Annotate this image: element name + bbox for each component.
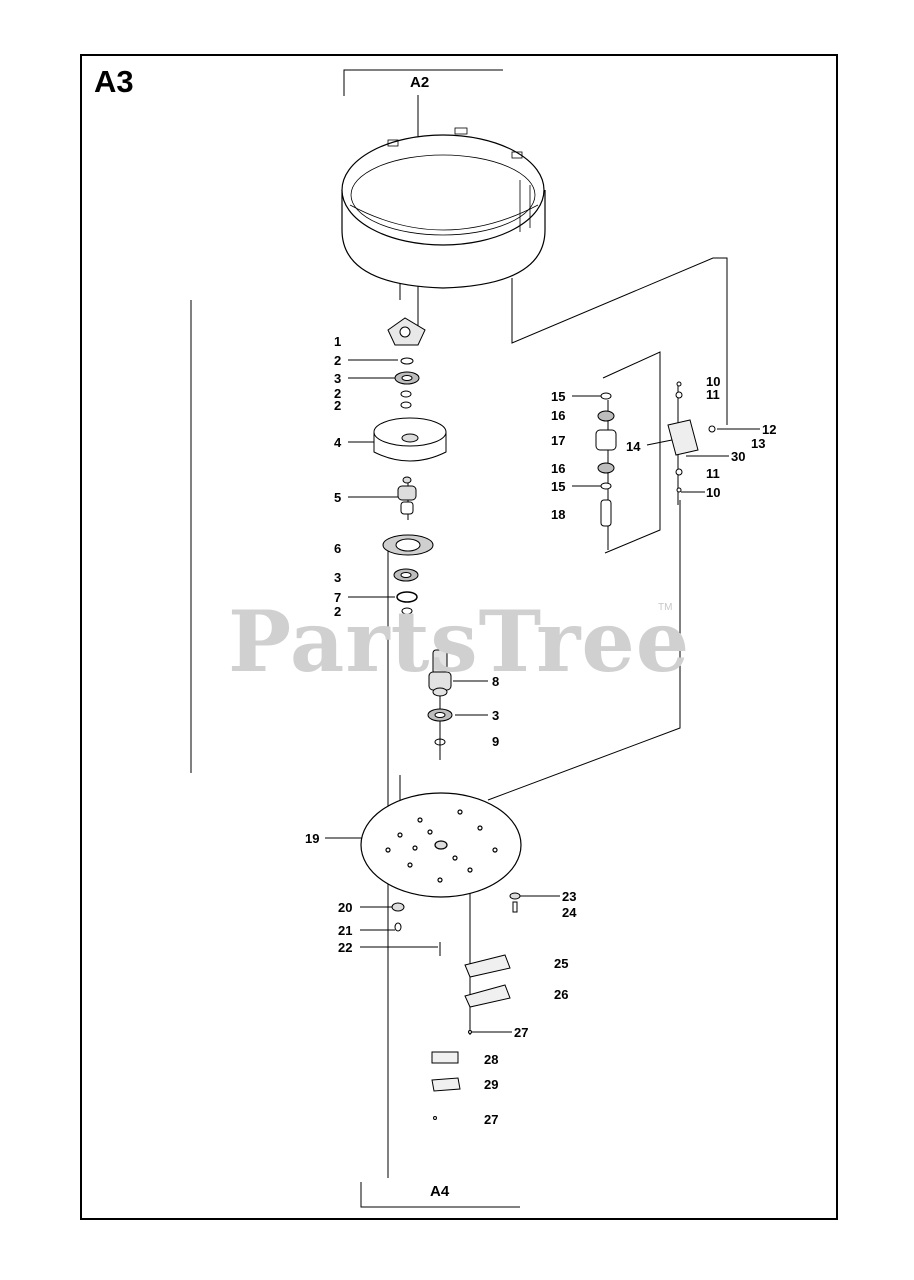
bearings-part-3	[393, 371, 453, 722]
callout-13: 13	[751, 436, 765, 451]
callout-4: 4	[334, 435, 342, 450]
collar-part-5	[397, 476, 417, 515]
sheet-id: A3	[94, 64, 134, 99]
diagram-frame	[80, 54, 838, 1220]
callout-8: 8	[492, 674, 499, 689]
callout-19: 19	[305, 831, 319, 846]
callout-15a: 15	[551, 389, 565, 404]
callout-23: 23	[562, 889, 576, 904]
callout-3a: 3	[334, 371, 341, 386]
callout-29: 29	[484, 1077, 498, 1092]
callout-25: 25	[554, 956, 568, 971]
housing-part-6	[382, 534, 434, 556]
cutting-disc-part-19	[360, 792, 522, 898]
callout-10a: 10	[706, 374, 720, 389]
callout-2c: 2	[334, 398, 341, 413]
connector-bowl-bracket	[511, 257, 728, 425]
hardware-parts	[391, 892, 521, 956]
callout-6: 6	[334, 541, 341, 556]
callout-20: 20	[338, 900, 352, 915]
subassembly-parts	[595, 381, 716, 527]
connector-subassembly-plate	[487, 500, 681, 801]
washers-part-2	[400, 357, 414, 615]
pulley-part-4	[373, 417, 447, 462]
shaft-part-8	[428, 649, 452, 697]
subassembly-bracket	[602, 351, 661, 554]
callout-12: 12	[762, 422, 776, 437]
callout-7: 7	[334, 590, 341, 605]
callout-27b: 27	[484, 1112, 498, 1127]
callout-2b: 2	[334, 386, 341, 401]
callout-24: 24	[562, 905, 577, 920]
flange-part-1	[387, 317, 426, 346]
callout-22: 22	[338, 940, 352, 955]
ref-bracket-top	[343, 69, 503, 96]
callout-16a: 16	[551, 408, 565, 423]
callout-10b: 10	[706, 485, 720, 500]
callout-5: 5	[334, 490, 341, 505]
ref-label-bottom: A4	[430, 1183, 450, 1200]
callout-3c: 3	[492, 708, 499, 723]
callout-1: 1	[334, 334, 341, 349]
callout-16b: 16	[551, 461, 565, 476]
oring-part-7	[396, 591, 418, 603]
callout-18: 18	[551, 507, 565, 522]
blades-parts	[431, 954, 511, 1120]
callout-26: 26	[554, 987, 568, 1002]
ref-label-top: A2	[410, 74, 430, 91]
ring-part-9	[434, 738, 446, 746]
callout-9: 9	[492, 734, 499, 749]
callout-11a: 11	[706, 387, 720, 402]
callout-17: 17	[551, 433, 565, 448]
callout-21: 21	[338, 923, 352, 938]
callout-30: 30	[731, 449, 745, 464]
callout-3b: 3	[334, 570, 341, 585]
callout-2d: 2	[334, 604, 341, 619]
watermark: PartsTree	[228, 592, 691, 691]
callout-15b: 15	[551, 479, 565, 494]
cutting-bowl	[341, 127, 546, 289]
callout-27a: 27	[514, 1025, 528, 1040]
callout-14: 14	[626, 439, 641, 454]
callout-28: 28	[484, 1052, 498, 1067]
callout-2a: 2	[334, 353, 341, 368]
watermark-tm: TM	[658, 602, 673, 613]
ref-bracket-bottom	[360, 1182, 520, 1208]
callout-11b: 11	[706, 466, 720, 481]
